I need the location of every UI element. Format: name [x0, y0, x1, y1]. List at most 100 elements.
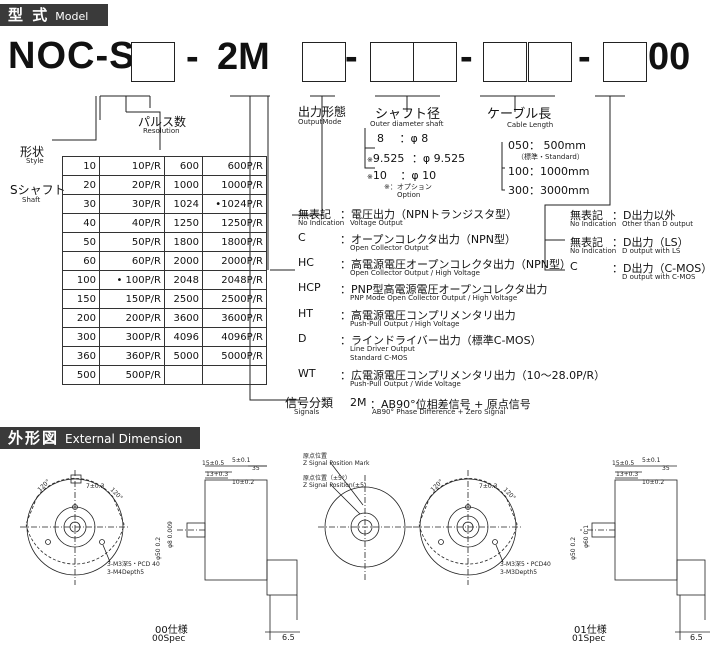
dim-35-2: 35: [662, 465, 670, 472]
spec01-jp: 01仕様: [574, 625, 607, 636]
output-mode-desc-jp: ：高電源電圧コンプリメンタリ出力: [340, 309, 516, 322]
dim-65-2: 6.5: [690, 633, 703, 642]
front-view-00: [20, 470, 130, 585]
output-mode-desc-en: Line Driver Output: [350, 345, 415, 353]
spec00-en: 00Spec: [152, 634, 186, 644]
model-dash-2: -: [345, 36, 358, 78]
zpos-jp: 原点位置（±5°）: [303, 474, 351, 482]
d-option-desc-en: D output with LS: [622, 247, 681, 255]
cable-option-050-note: （標準・Standard）: [517, 153, 584, 161]
d-option-desc-jp: ：D出力（LS）: [612, 236, 689, 249]
cable-label-jp: ケーブル長: [487, 107, 552, 122]
zmark-jp: 原点位置: [303, 452, 327, 460]
model-box-d-option: [603, 42, 647, 82]
d-option-desc-jp: ：D出力以外: [612, 209, 676, 222]
signal-label-en: Signals: [294, 408, 320, 416]
dim-10-1: 10±0.2: [232, 479, 254, 486]
external-section-bar: 外形図 External Dimension: [0, 427, 200, 449]
shaft-note-jp: ※：オプション: [384, 183, 432, 191]
d-option-code: 無表記: [570, 209, 603, 222]
output-mode-desc-jp: ：高電源電圧オープンコレクタ出力（NPN型）: [340, 258, 571, 271]
model-box-cable-2: [528, 42, 572, 82]
output-label-jp: 出力形態: [298, 105, 347, 119]
output-mode-code: WT: [298, 367, 316, 380]
model-box-shaft-2: [413, 42, 457, 82]
signal-desc-jp: ：AB90°位相差信号 + 原点信号: [370, 398, 531, 411]
external-title-jp: 外形図: [8, 429, 60, 447]
model-title-jp: 型 式: [8, 6, 50, 24]
output-mode-code-en: No Indication: [298, 219, 345, 227]
shaft-label-jp: Sシャフト: [10, 183, 66, 197]
dia-50-2: φ50 0.2: [570, 537, 577, 560]
side-view-01: [580, 465, 710, 640]
cable-option-300: 300：3000mm: [508, 184, 590, 197]
cable-label-en: Cable Length: [507, 121, 554, 129]
output-mode-desc-jp: ：電圧出力（NPNトランジスタ型）: [340, 208, 518, 221]
front-view-center: [318, 461, 412, 580]
d-option-desc-en: Other than D output: [622, 220, 693, 228]
output-mode-desc-en: Voltage Output: [350, 219, 403, 227]
hole-note-1: 3-M3深5・PCD 40: [107, 560, 160, 568]
style-label-en: Style: [26, 157, 44, 165]
style-label-jp: 形状: [20, 145, 45, 159]
dia-50-1: φ50 0.2: [155, 537, 162, 560]
shaft-option-9525: ※9.525 ：φ 9.525: [367, 152, 466, 165]
signal-label-jp: 信号分類: [285, 396, 334, 410]
shaftdia-label-jp: シャフト径: [375, 107, 441, 122]
pulse-label-en: Resolution: [143, 127, 180, 135]
model-box-output: [302, 42, 346, 82]
dim-13-2: 13+0.3: [616, 471, 638, 478]
dim-65-1: 6.5: [282, 633, 295, 642]
angle-label-4: 120°: [502, 486, 517, 501]
shaft-option-8: 8 ：φ 8: [377, 132, 429, 145]
dim-35-1: 35: [252, 465, 260, 472]
dim-7-1: 7±0.3: [86, 483, 105, 490]
spec01-en: 01Spec: [572, 634, 606, 644]
zpos-en: Z Signal Position(±5): [303, 482, 366, 489]
spec00-jp: 00仕様: [155, 625, 188, 636]
hole-note-4: 3-M3Depth5: [500, 569, 537, 576]
shaft-label-en: Shaft: [22, 196, 41, 204]
model-suffix: 00: [648, 36, 691, 78]
front-view-01: [413, 470, 523, 585]
output-mode-desc-en: Open Collector Output: [350, 244, 429, 252]
model-dash-4: -: [578, 36, 591, 78]
output-mode-code: 無表記: [298, 208, 331, 221]
external-title-en: External Dimension: [65, 432, 183, 446]
output-mode-code: HC: [298, 256, 314, 269]
pulse-cell: 2000P/R: [202, 251, 267, 271]
pulse-label-jp: パルス数: [138, 115, 187, 129]
output-mode-desc-en: Push-Pull Output / Wide Voltage: [350, 380, 461, 388]
shaft-option-10: ※10 ：φ 10: [367, 169, 437, 182]
dim-15-1: 15±0.5: [202, 460, 224, 467]
output-label-en: OutputMode: [298, 118, 342, 126]
cable-option-050: 050： 500mm: [508, 139, 586, 152]
output-mode-desc-en2: Standard C-MOS: [350, 354, 408, 362]
d-option-code-en: No Indication: [570, 220, 617, 228]
output-mode-code: D: [298, 332, 307, 345]
output-mode-desc-jp: ：ラインドライバー出力（標準C-MOS）: [340, 334, 542, 347]
model-signal-code: 2M: [217, 36, 270, 78]
d-option-code: C: [570, 260, 578, 273]
output-mode-code: C: [298, 231, 306, 244]
shaft-note-en: Option: [397, 191, 421, 199]
signal-code: 2M: [350, 396, 367, 409]
output-mode-desc-jp: ：オープンコレクタ出力（NPN型）: [340, 233, 516, 246]
model-box-shaft-1: [370, 42, 414, 82]
cable-option-100: 100：1000mm: [508, 165, 590, 178]
model-dash-1: -: [186, 36, 199, 78]
dia-8-1: φ8 0.009: [167, 521, 174, 548]
pulse-cell: [202, 365, 267, 385]
dim-15-2: 15±0.5: [612, 460, 634, 467]
